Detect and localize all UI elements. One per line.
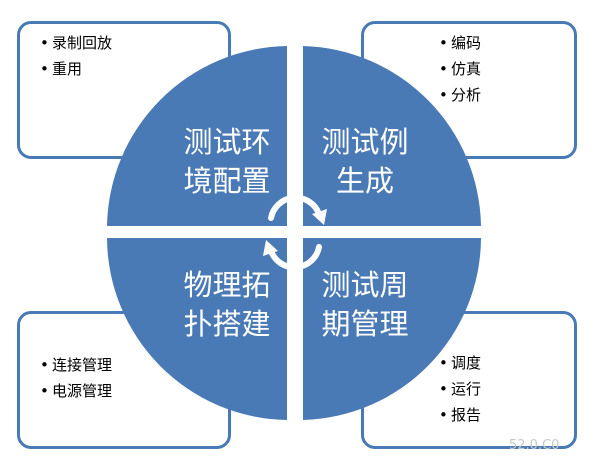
quadrant-label-top-left-line2: 境配置: [183, 164, 270, 198]
quadrant-label-bottom-left-line1: 物理拓: [183, 268, 270, 302]
list-item: •调度: [439, 350, 574, 376]
bullet-icon: •: [40, 60, 49, 78]
quadrant-top-right: [303, 46, 481, 226]
quadrant-label-bottom-right-line1: 测试周: [321, 268, 408, 302]
list-item-label: 编码: [451, 34, 482, 52]
bullet-icon: •: [439, 34, 448, 52]
cycle-arrows-icon: [263, 194, 327, 271]
bullet-icon: •: [439, 406, 448, 424]
list-item: •报告: [439, 402, 574, 428]
list-item: •仿真: [439, 56, 574, 82]
quadrant-bottom-left: [107, 238, 287, 420]
list-item-label: 分析: [451, 86, 482, 104]
quadrant-top-left: [107, 46, 287, 226]
list-item: •连接管理: [40, 352, 228, 378]
list-item-label: 重用: [52, 60, 83, 78]
watermark-text: 52.0.C0: [509, 438, 560, 453]
bullet-icon: •: [439, 380, 448, 398]
quadrant-label-top-right-line1: 测试例: [321, 125, 408, 159]
list-item: •编码: [439, 30, 574, 56]
list-item: •重用: [40, 56, 228, 82]
quadrant-label-bottom-left-line2: 扑搭建: [183, 307, 270, 341]
list-item-label: 仿真: [451, 60, 482, 78]
bullet-icon: •: [40, 356, 49, 374]
list-item-label: 运行: [451, 380, 482, 398]
quadrant-label-bottom-right-line2: 期管理: [321, 307, 408, 341]
quadrant-bottom-right: [303, 238, 481, 420]
list-item-label: 连接管理: [52, 356, 113, 374]
quadrant-label-top-right-line2: 生成: [336, 164, 394, 198]
list-item-label: 电源管理: [52, 382, 113, 400]
bullet-icon: •: [439, 354, 448, 372]
bullet-icon: •: [40, 34, 49, 52]
list-item: •运行: [439, 376, 574, 402]
list-item-label: 录制回放: [52, 34, 113, 52]
list-item: •电源管理: [40, 378, 228, 404]
bullet-icon: •: [40, 382, 49, 400]
quadrant-label-top-left-line1: 测试环: [183, 125, 270, 159]
list-item: •录制回放: [40, 30, 228, 56]
list-item: •分析: [439, 82, 574, 108]
list-item-label: 报告: [451, 406, 482, 424]
list-item-label: 调度: [451, 354, 482, 372]
bullet-icon: •: [439, 86, 448, 104]
bullet-icon: •: [439, 60, 448, 78]
